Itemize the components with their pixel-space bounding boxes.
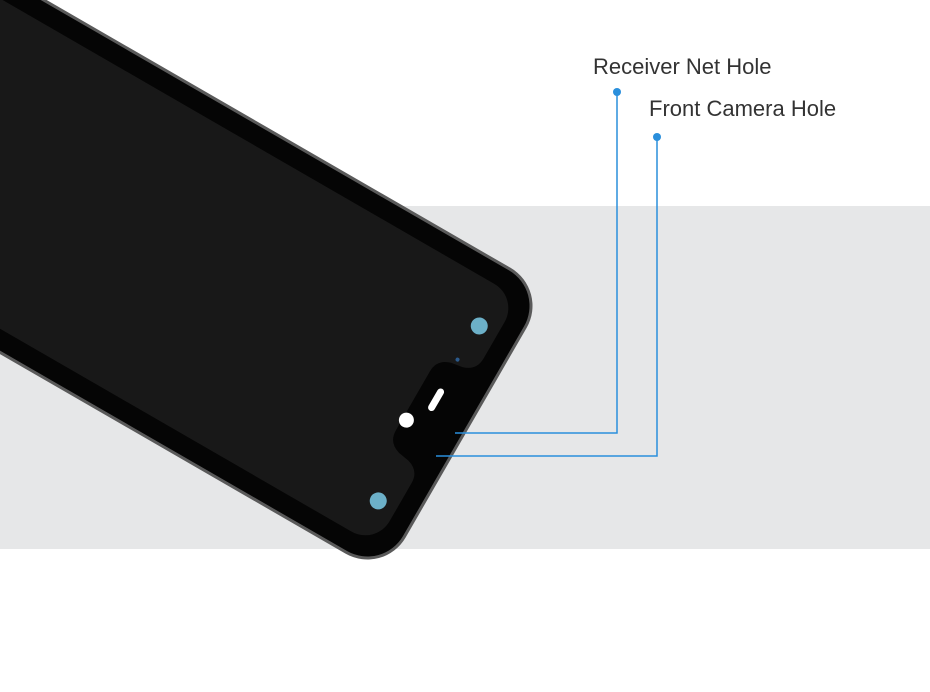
phone-front-panel-icon [0,0,533,560]
receiver-callout-dot [613,88,621,96]
sensor-dot-icon [369,492,387,510]
phone-screen [0,0,509,536]
receiver-net-hole-label: Receiver Net Hole [593,54,772,79]
receiver-callout-line [455,92,618,434]
sensor-dot-icon [470,317,488,335]
receiver-net-hole [428,388,445,412]
camera-callout-dot [653,133,661,141]
front-camera-hole [398,412,414,428]
front-camera-hole-label: Front Camera Hole [649,96,837,121]
tiny-sensor-icon [455,357,460,362]
camera-callout-line [436,137,658,457]
